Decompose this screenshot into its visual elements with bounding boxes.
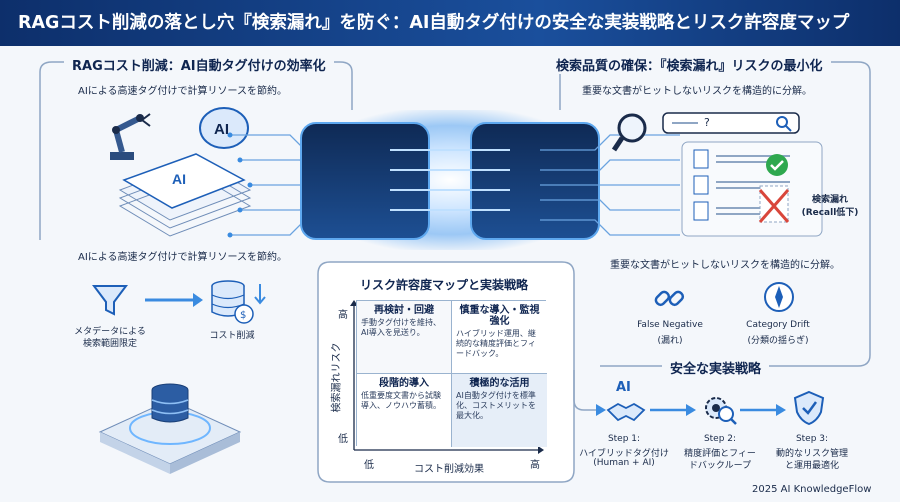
strategy-title: 安全な実装戦略 [662,358,770,377]
search-query-text: ? [704,116,710,129]
cell-body: 低重要度文書から試験導入、ノウハウ蓄積。 [361,391,441,410]
left-chip [300,122,430,240]
magnifier-icon [611,113,647,152]
right-circuit-lines [540,134,680,236]
cell-heading: 再検討・回避 [374,305,434,316]
right-panel-subtitle-2: 重要な文書がヒットしないリスクを構造的に分解。 [610,260,840,271]
cell-heading: 積極的な活用 [469,378,530,389]
step1-line2: (Human + AI) [593,458,655,468]
matrix-x-axis: コスト削減効果 [414,464,484,475]
document-stack-icon: AI [118,153,252,237]
chip-connection-lines [390,149,510,211]
matrix-cell-active: 積極的な活用 AI自動タグ付けを標準化、コストメリットを最大化。 [452,374,547,447]
funnel-icon [92,285,128,316]
cell-body: AI自動タグ付けを標準化、コストメリットを最大化。 [456,391,536,420]
cell-body: 手動タグ付けを維持、AI導入を見送り。 [361,318,441,337]
svg-text:$: $ [240,310,246,321]
broken-link-icon [654,290,685,307]
step1-line1: ハイブリッドタグ付け [579,449,669,459]
matrix-y-axis: 検索漏れリスク [331,342,343,413]
risk2-en: Category Drift [746,320,810,330]
matrix-axes [350,300,544,454]
document-ai-label: AI [172,171,186,187]
matrix-x-high: 高 [530,460,540,471]
risk1-jp: (漏れ) [657,336,683,346]
arrow-right-icon [145,293,203,307]
compass-icon [764,282,794,312]
database-platform-icon [98,383,242,474]
matrix-cell-careful: 慎重な導入・監視強化 ハイブリッド運用、継続的な精度評価とフィードバック。 [452,301,547,374]
risk2-jp: (分類の揺らぎ) [747,336,809,346]
miss-label-2: (Recall低下) [801,208,859,218]
shield-check-icon [793,390,825,426]
funnel-label-line2: 検索範囲限定 [82,339,137,349]
matrix-y-low: 低 [338,434,348,445]
matrix-x-low: 低 [364,460,374,471]
database-coin-icon: $ [211,280,266,324]
missed-document-icon [758,185,790,223]
robot-arm-icon [110,113,151,160]
step1-number: Step 1: [607,434,641,444]
ai-brain-icon: AI [199,107,249,149]
matrix-cell-phased: 段階的導入 低重要度文書から試験導入、ノウハウ蓄積。 [357,374,452,447]
footer-credit: 2025 AI KnowledgeFlow [752,484,872,495]
left-panel-subtitle-2: AIによる高速タグ付けで計算リソースを節約。 [78,252,287,263]
step3-line2: と運用最適化 [784,461,839,471]
cell-heading: 段階的導入 [379,378,429,389]
handshake-icon [606,402,646,422]
miss-label-1: 検索漏れ [811,195,848,205]
search-bar [662,112,800,134]
cell-body: ハイブリッド運用、継続的な精度評価とフィードバック。 [456,329,536,358]
step3-line1: 動的なリスク管理 [775,449,848,459]
step2-line2: ドバックループ [688,461,752,471]
step3-number: Step 3: [795,434,829,444]
matrix-title: リスク許容度マップと実装戦略 [360,278,529,292]
cost-reduction-label: コスト削減 [209,331,255,341]
risk1-en: False Negative [637,320,703,330]
step2-number: Step 2: [703,434,737,444]
check-icon [766,154,788,176]
step2-line1: 精度評価とフィー [684,449,756,459]
ai-brain-label: AI [214,121,229,138]
page-title: RAGコスト削減の落とし穴『検索漏れ』を防ぐ：AI自動タグ付けの安全な実装戦略と… [0,0,900,46]
gear-magnifier-icon [705,397,737,425]
handshake-ai-label: AI [616,380,631,395]
funnel-label-line1: メタデータによる [74,327,146,337]
matrix-y-high: 高 [338,310,348,321]
matrix-cell-reconsider: 再検討・回避 手動タグ付けを維持、AI導入を見送り。 [357,301,452,374]
right-panel-title: 検索品質の確保：『検索漏れ』リスクの最小化 [548,55,831,74]
cell-heading: 慎重な導入・監視強化 [459,305,540,327]
left-panel-title: RAGコスト削減：AI自動タグ付けの効率化 [64,55,334,74]
right-panel-subtitle: 重要な文書がヒットしないリスクを構造的に分解。 [582,86,812,97]
left-panel-subtitle: AIによる高速タグ付けで計算リソースを節約。 [78,86,287,97]
risk-matrix: 再検討・回避 手動タグ付けを維持、AI導入を見送り。 慎重な導入・監視強化 ハイ… [356,300,547,447]
